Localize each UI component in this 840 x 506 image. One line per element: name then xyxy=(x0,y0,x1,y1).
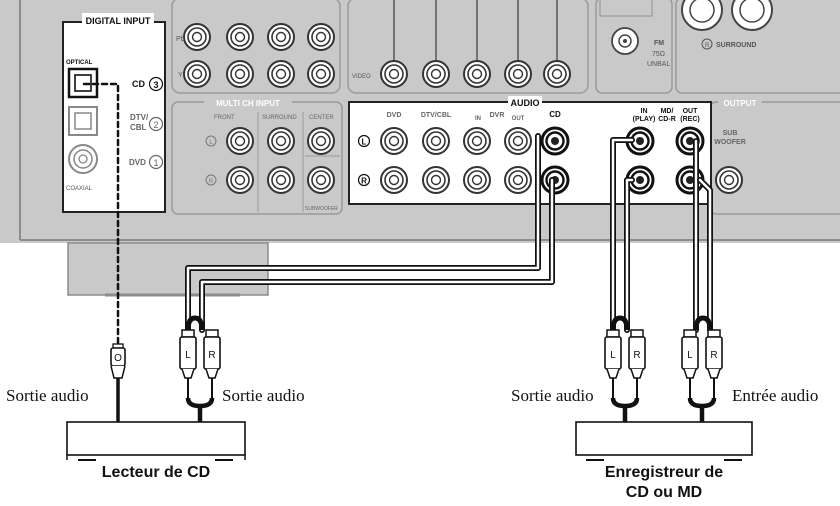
fm-label: FM xyxy=(654,40,664,47)
y-label: Y xyxy=(178,72,183,79)
multi-ch-l: L xyxy=(209,140,213,146)
cd-input-label: CD xyxy=(132,79,145,89)
audio-row-l: L xyxy=(362,138,367,147)
col-in-play-1: IN xyxy=(641,108,648,115)
coaxial-label: COAXIAL xyxy=(66,186,93,192)
rec-out-plug-l-label: L xyxy=(610,350,616,361)
cd-player-device xyxy=(66,421,246,461)
col-dvd: DVD xyxy=(387,112,402,119)
front-label: FRONT xyxy=(214,115,235,121)
dvd-input-label: DVD xyxy=(129,158,146,167)
cd-plug-l-label: L xyxy=(185,350,191,361)
col-dvr: DVR xyxy=(490,112,505,119)
cd-out-left-caption: Sortie audio xyxy=(6,386,89,405)
center-label: CENTER xyxy=(309,115,334,121)
optical-plug: O xyxy=(110,343,126,422)
recorder-caption-line1: Enregistreur de xyxy=(604,464,724,481)
col-out-rec-2: (REC) xyxy=(680,116,699,123)
rec-out-plug-r-label: R xyxy=(633,350,640,361)
output-title: OUTPUT xyxy=(724,99,757,108)
rec-out-caption: Sortie audio xyxy=(511,386,594,405)
audio-input-section: AUDIO OUTPUT DVD DTV/CBL IN DVR OUT CD I… xyxy=(348,96,762,205)
cables xyxy=(82,82,713,348)
speaker-terminals xyxy=(681,0,773,31)
audio-title: AUDIO xyxy=(511,98,540,108)
recorder-caption-line2: CD ou MD xyxy=(625,484,703,501)
dtv-input-number: 2 xyxy=(153,120,158,130)
cd-plug-r-label: R xyxy=(208,350,215,361)
surround-label: SURROUND xyxy=(262,115,297,121)
cd-out-right-caption: Sortie audio xyxy=(222,386,305,405)
optical-label: OPTICAL xyxy=(66,60,93,66)
audio-row-r: R xyxy=(361,177,367,186)
md-out-jack-l xyxy=(675,126,705,156)
surround-terminal: R SURROUND xyxy=(701,38,756,50)
cd-input-number: 3 xyxy=(153,80,158,90)
digital-input-title: DIGITAL INPUT xyxy=(86,16,151,26)
rec-in-plug-l-label: L xyxy=(687,350,693,361)
fm-unbal-label: UNBAL xyxy=(647,61,670,68)
col-in: IN xyxy=(475,116,481,122)
multi-ch-title: MULTI CH INPUT xyxy=(216,99,280,108)
recorder-device xyxy=(575,421,753,461)
sub-label: SUB xyxy=(723,130,738,137)
video-label: VIDEO xyxy=(352,74,371,80)
multi-ch-input-section: MULTI CH INPUT FRONT SURROUND CENTER SUB… xyxy=(204,97,338,212)
multi-ch-r: R xyxy=(209,179,214,185)
surround-terminal-r: R xyxy=(705,43,710,49)
dvd-input-number: 1 xyxy=(153,158,158,168)
col-dtvcbl: DTV/CBL xyxy=(421,112,452,119)
col-md-2: CD-R xyxy=(658,116,676,123)
recorder-out-plugs: L R xyxy=(604,315,646,422)
col-out: OUT xyxy=(512,116,525,122)
col-md-1: MD/ xyxy=(661,108,674,115)
cd-jack-l xyxy=(540,126,570,156)
digital-input-section: DIGITAL INPUT OPTICAL COAXIAL CD 3 DTV/ … xyxy=(62,13,166,213)
cd-player-caption: Lecteur de CD xyxy=(101,464,211,481)
dtv-input-label: DTV/ xyxy=(130,113,149,122)
optical-plug-label: O xyxy=(114,353,122,364)
recorder-in-plugs: L R xyxy=(681,315,723,422)
woofer-label: WOOFER xyxy=(714,139,746,146)
cbl-input-label: CBL xyxy=(130,123,147,132)
subwoofer-small-label: SUBWOOFER xyxy=(305,206,338,212)
rec-in-caption: Entrée audio xyxy=(732,386,819,405)
optical-cable xyxy=(82,82,120,348)
col-cd: CD xyxy=(549,110,561,119)
component-video-jacks xyxy=(183,0,571,88)
fm-antenna-jack xyxy=(611,27,639,55)
col-in-play-2: (PLAY) xyxy=(633,116,656,123)
rec-in-plug-r-label: R xyxy=(710,350,717,361)
fm-ohm-label: 75Ω xyxy=(652,51,665,58)
surround-top-label: SURROUND xyxy=(716,42,756,49)
pb-label: Pb xyxy=(176,36,185,43)
col-out-rec-1: OUT xyxy=(683,108,699,115)
cd-player-plugs: L R xyxy=(179,315,221,422)
coaxial-jack-dvd xyxy=(68,144,98,174)
